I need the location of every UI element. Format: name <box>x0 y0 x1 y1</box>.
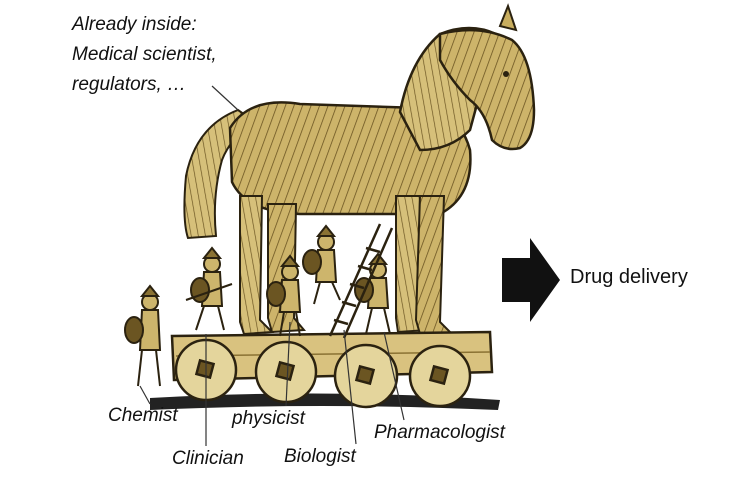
soldier-clinician <box>185 246 233 331</box>
label-clinician: Clinician <box>172 448 244 469</box>
label-pharmacologist: Pharmacologist <box>374 422 505 443</box>
block-arrow <box>502 238 560 322</box>
label-chemist: Chemist <box>108 405 178 426</box>
already-inside-note: Already inside: Medical scientist, regul… <box>72 10 272 100</box>
note-line-2: Medical scientist, <box>72 44 217 65</box>
label-biologist: Biologist <box>284 446 356 467</box>
ladder <box>328 223 394 339</box>
pointer-lines <box>139 85 405 446</box>
label-physicist: physicist <box>232 408 305 429</box>
ground-shadow <box>150 393 500 410</box>
drug-delivery-label: Drug delivery <box>570 266 688 288</box>
note-line-3: regulators, … <box>72 74 187 95</box>
horse-head <box>438 28 536 151</box>
soldier-chemist <box>124 284 162 387</box>
soldier-physicist <box>266 254 302 337</box>
soldier-biologist <box>302 224 341 305</box>
note-line-1: Already inside: <box>72 14 197 35</box>
horse-leg-front-right <box>414 195 455 335</box>
soldiers <box>124 224 391 387</box>
